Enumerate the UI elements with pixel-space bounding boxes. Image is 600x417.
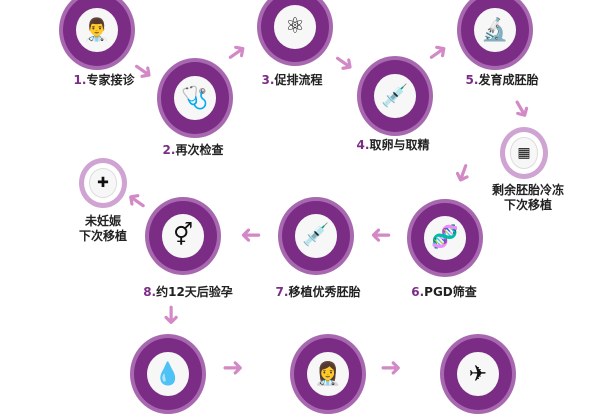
- freeze-circle: ▦: [505, 132, 543, 174]
- arrow-to-6: ➜: [445, 157, 481, 189]
- step-5-label: 5.发育成胚胎: [465, 73, 539, 87]
- pill-pack-icon: ▦: [509, 137, 539, 169]
- retry-label: 未妊娠下次移植: [78, 214, 128, 243]
- step-1-circle: 👨‍⚕: [63, 0, 131, 66]
- arrow-8-retry: ➜: [119, 182, 155, 220]
- retry-circle: ✚: [84, 163, 122, 203]
- step-11-circle: ✈: [444, 338, 512, 410]
- airplane-icon: ✈: [456, 351, 500, 397]
- arrow-7-8: ➜: [240, 220, 262, 250]
- dna-icon: 🧬: [423, 216, 467, 260]
- step-4-label: 4.取卵与取精: [356, 138, 430, 152]
- step-1-label: 1.专家接诊: [73, 73, 135, 87]
- nurse-icon: 👩‍⚕: [306, 351, 350, 397]
- freeze-label: 剩余胚胎冷冻下次移植: [491, 183, 565, 212]
- doctor-icon: 👨‍⚕: [75, 7, 119, 53]
- step-5-circle: 🔬: [461, 0, 529, 66]
- step-7-label: 7.移植优秀胚胎: [275, 285, 361, 299]
- arrow-10-11: ➜: [380, 353, 402, 383]
- step-6-label: 6.PGD筛查: [411, 285, 477, 299]
- step-8-circle: ⚥: [149, 201, 217, 271]
- step-2-circle: 🩺: [161, 62, 229, 134]
- step-6-circle: 🧬: [411, 203, 479, 273]
- stethoscope-icon: 🩺: [173, 75, 217, 121]
- drop-icon: 💧: [146, 351, 190, 397]
- pipette-icon: 💉: [373, 73, 417, 119]
- arrow-9-10: ➜: [222, 353, 244, 383]
- network-icon: ⚛: [273, 5, 317, 49]
- syringe-icon: 💉: [294, 214, 338, 258]
- step-4-circle: 💉: [361, 60, 429, 132]
- step-3-circle: ⚛: [261, 0, 329, 62]
- microscope-icon: 🔬: [473, 7, 517, 53]
- step-8-label: 8.约12天后验孕: [143, 285, 233, 299]
- arrow-3-4: ➜: [326, 44, 362, 82]
- arrow-6-7: ➜: [370, 220, 392, 250]
- medical-kit-icon: ✚: [88, 168, 118, 198]
- arrow-5-freeze: ➜: [502, 92, 540, 126]
- arrow-2-3: ➜: [219, 34, 255, 72]
- arrow-8-9: ➜: [155, 304, 186, 326]
- step-7-circle: 💉: [282, 201, 350, 271]
- step-3-label: 3.促排流程: [261, 73, 323, 87]
- step-9-circle: 💧: [134, 338, 202, 410]
- step-10-circle: 👩‍⚕: [294, 338, 362, 410]
- gender-icon: ⚥: [161, 214, 205, 258]
- step-2-label: 2.再次检查: [162, 143, 224, 157]
- arrow-4-5: ➜: [420, 34, 456, 72]
